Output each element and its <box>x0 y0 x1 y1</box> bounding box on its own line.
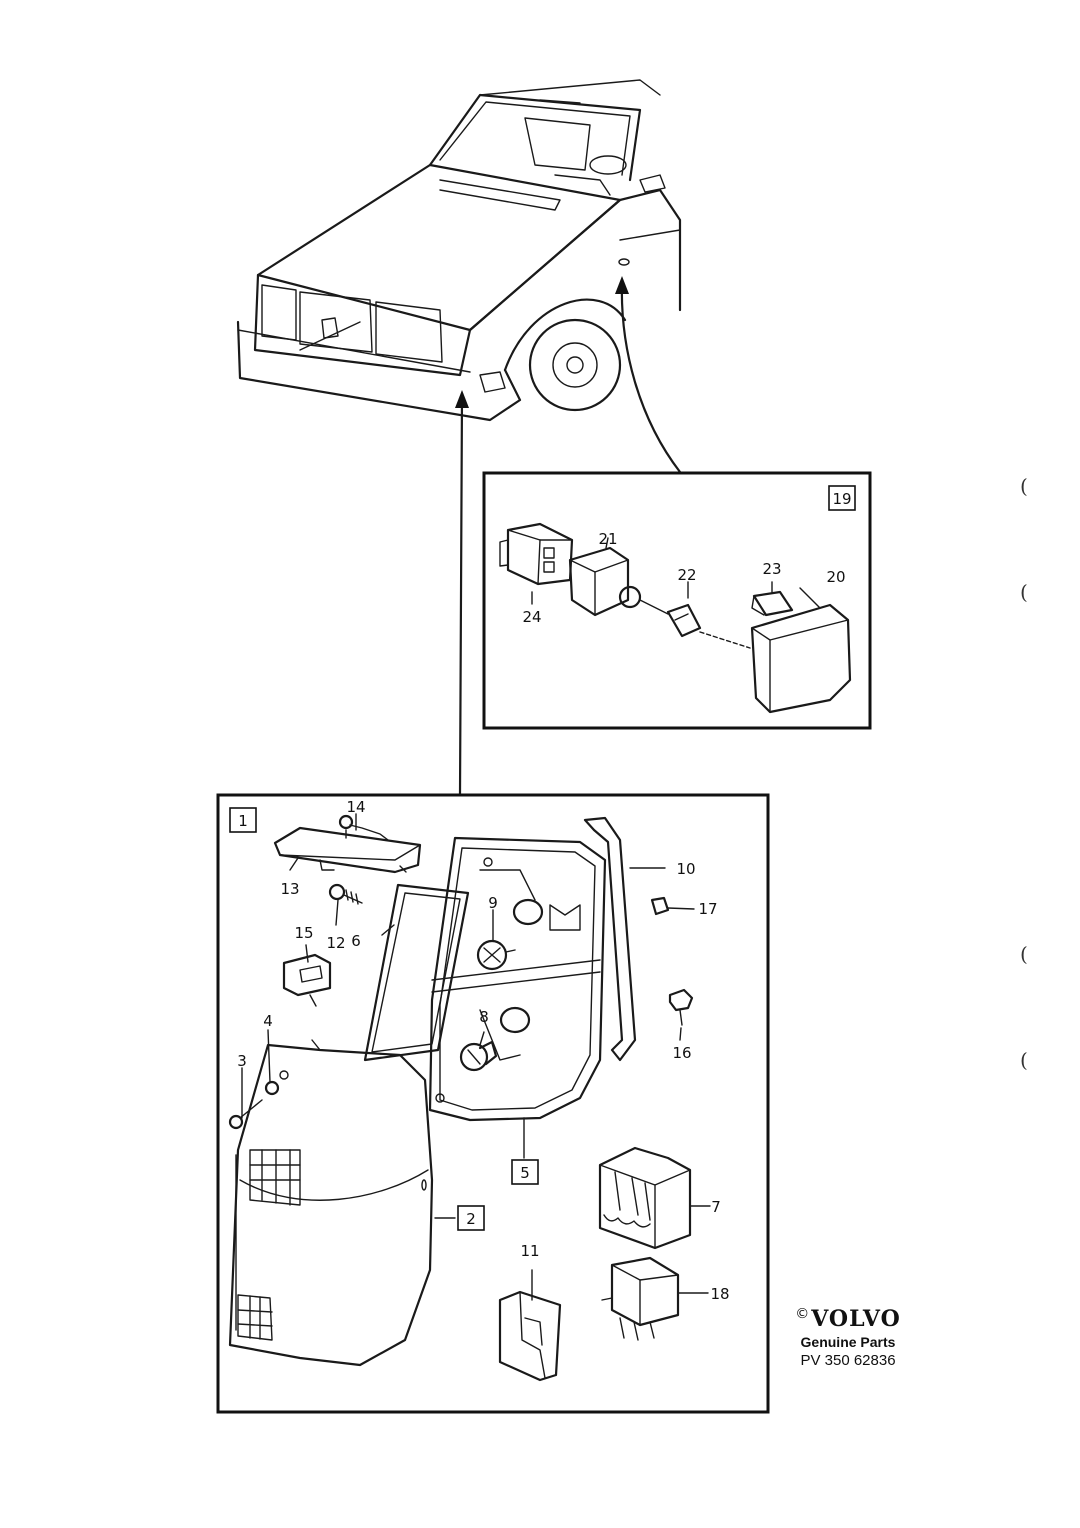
side-marker-group: 19 <box>482 471 872 730</box>
lens-grid-lower <box>237 1294 273 1341</box>
part-2-lamp-lens <box>228 1039 434 1367</box>
callout-24: 24 <box>522 608 541 626</box>
car-illustration <box>236 79 682 422</box>
part-24-connector <box>499 522 574 605</box>
part-5-lamp-housing <box>428 836 607 1122</box>
callout-4: 4 <box>263 1012 273 1030</box>
callout-6: 6 <box>351 932 361 950</box>
part-7-socket <box>598 1146 692 1250</box>
callout-22: 22 <box>677 566 696 584</box>
volvo-logo: ©VOLVO <box>778 1306 918 1332</box>
part-17-grommet <box>650 896 670 916</box>
callout-16: 16 <box>672 1044 691 1062</box>
part-20-side-marker-lens <box>750 587 852 714</box>
part-22-bulb <box>639 581 751 649</box>
callout-13: 13 <box>280 880 299 898</box>
leader-lines <box>241 829 711 1294</box>
part-18-connector <box>601 1256 680 1341</box>
part-10-seal <box>583 816 637 1062</box>
part-3-screw <box>228 1099 263 1130</box>
callout-19: 19 <box>832 490 851 508</box>
volvo-brand-block: ©VOLVO Genuine Parts PV 350 62836 <box>778 1306 918 1369</box>
pointer-arrows <box>455 276 682 797</box>
callout-20: 20 <box>826 568 845 586</box>
callout-3: 3 <box>237 1052 247 1070</box>
callout-11: 11 <box>520 1242 539 1260</box>
callout-12: 12 <box>326 934 345 952</box>
margin-mark: ( <box>1020 580 1028 604</box>
margin-mark: ( <box>1020 942 1028 966</box>
part-21-bulb-holder <box>568 537 642 617</box>
callout-7: 7 <box>711 1198 721 1216</box>
callout-2: 2 <box>466 1210 476 1228</box>
callout-15: 15 <box>294 924 313 942</box>
lens-grid-upper <box>249 1149 301 1206</box>
part-8-bulb <box>459 1040 498 1072</box>
part-23-clip <box>751 581 794 617</box>
part-14-screw <box>338 813 357 831</box>
margin-mark: ( <box>1020 474 1028 498</box>
margin-mark: ( <box>1020 1048 1028 1072</box>
callout-23: 23 <box>762 560 781 578</box>
callout-8: 8 <box>479 1008 489 1026</box>
part-13-trim-strip <box>273 824 422 874</box>
volvo-wordmark: VOLVO <box>811 1306 901 1332</box>
callout-1: 1 <box>238 812 248 830</box>
part-9-bulb <box>476 939 516 971</box>
callout-9: 9 <box>488 894 498 912</box>
callout-21: 21 <box>598 530 617 548</box>
drawing-code: PV 350 62836 <box>800 1352 896 1369</box>
part-12-screw <box>328 883 363 905</box>
callout-10: 10 <box>676 860 695 878</box>
callout-17: 17 <box>698 900 717 918</box>
callout-14: 14 <box>346 798 365 816</box>
front-lamp-group: 1 <box>216 793 770 1414</box>
callout-18: 18 <box>710 1285 729 1303</box>
part-16-clip <box>668 988 694 1026</box>
part-4-washer <box>264 1070 289 1096</box>
brand-tagline: Genuine Parts <box>800 1334 896 1350</box>
part-15-bracket <box>282 953 332 1007</box>
copyright-symbol: © <box>795 1306 810 1322</box>
callout-5: 5 <box>520 1164 530 1182</box>
part-11-bracket <box>498 1269 562 1382</box>
